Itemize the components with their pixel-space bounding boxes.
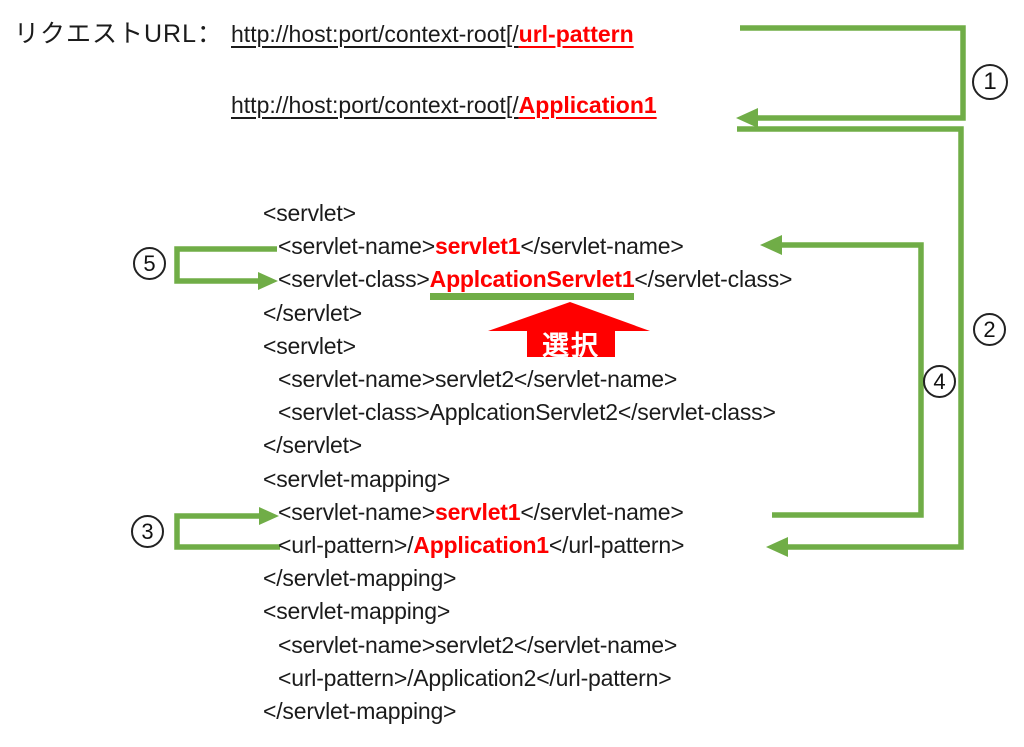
code-text: </url-pattern>	[548, 532, 685, 559]
code-line: </servlet>	[263, 429, 792, 462]
request-url-line2: http://host:port/context-root[/Applicati…	[231, 92, 657, 119]
code-text: <servlet>	[263, 200, 356, 226]
code-line: <servlet>	[263, 330, 792, 363]
code-text: </servlet>	[263, 432, 362, 459]
code-text: <url-pattern>/Application2</url-pattern>	[278, 664, 672, 691]
code-highlight: servlet1	[435, 233, 521, 260]
code-line: <servlet-name>servlet2</servlet-name>	[263, 363, 792, 396]
code-line: <servlet-class>ApplcationServlet1</servl…	[263, 263, 793, 301]
request-url-line1: リクエストURL： http://host:port/context-root[/…	[14, 14, 634, 50]
code-highlight: ApplcationServlet1	[429, 266, 635, 301]
code-text: <servlet>	[263, 332, 356, 359]
code-line: <servlet-name>servlet2</servlet-name>	[263, 629, 792, 662]
code-line: <servlet-name>servlet1</servlet-name>	[263, 496, 792, 529]
web-xml-code: <servlet><servlet-name>servlet1</servlet…	[263, 197, 792, 728]
code-text: </servlet-name>	[520, 233, 684, 260]
url2-base: http://host:port/context-root[/	[231, 92, 519, 118]
code-text: <servlet-mapping>	[263, 598, 451, 625]
code-line: </servlet>	[263, 297, 792, 330]
code-text: <servlet-name>	[278, 233, 435, 260]
code-text: <servlet-name>servlet2</servlet-name>	[278, 631, 678, 658]
url2-highlight: Application1	[518, 92, 657, 118]
arrow-1	[736, 25, 966, 128]
code-highlight: servlet1	[435, 498, 521, 525]
code-line: <servlet-class>ApplcationServlet2</servl…	[263, 396, 792, 429]
badge-4: 4	[923, 365, 956, 398]
code-line: <url-pattern>/Application1</url-pattern>	[263, 529, 792, 562]
code-line: <servlet-mapping>	[263, 463, 792, 496]
code-text: </servlet-class>	[634, 266, 793, 293]
badge-3: 3	[131, 515, 164, 548]
code-line: <servlet-name>servlet1</servlet-name>	[263, 230, 792, 263]
badge-2: 2	[973, 313, 1006, 346]
code-line: <url-pattern>/Application2</url-pattern>	[263, 662, 792, 695]
code-text: </servlet-mapping>	[263, 565, 457, 592]
code-text: <servlet-class>ApplcationServlet2</servl…	[278, 399, 776, 426]
code-text: <url-pattern>/	[278, 532, 414, 559]
selection-arrow-label: 選択	[542, 331, 600, 361]
code-line: <servlet>	[263, 197, 792, 230]
code-text: </servlet>	[263, 299, 362, 326]
badge-5: 5	[133, 247, 166, 280]
url1-highlight: url-pattern	[518, 21, 634, 47]
code-text: <servlet-mapping>	[263, 465, 451, 492]
code-text: <servlet-class>	[278, 266, 430, 293]
badge-1: 1	[972, 64, 1008, 100]
code-text: </servlet-mapping>	[263, 698, 457, 725]
code-line: <servlet-mapping>	[263, 595, 792, 628]
url1-base: http://host:port/context-root[/	[231, 21, 519, 47]
code-text: <servlet-name>	[278, 498, 435, 525]
code-highlight: Application1	[413, 532, 549, 559]
request-url-label: リクエストURL：	[14, 20, 224, 48]
code-text: </servlet-name>	[520, 498, 684, 525]
code-line: </servlet-mapping>	[263, 695, 792, 728]
code-line: </servlet-mapping>	[263, 562, 792, 595]
code-text: <servlet-name>servlet2</servlet-name>	[278, 366, 678, 393]
